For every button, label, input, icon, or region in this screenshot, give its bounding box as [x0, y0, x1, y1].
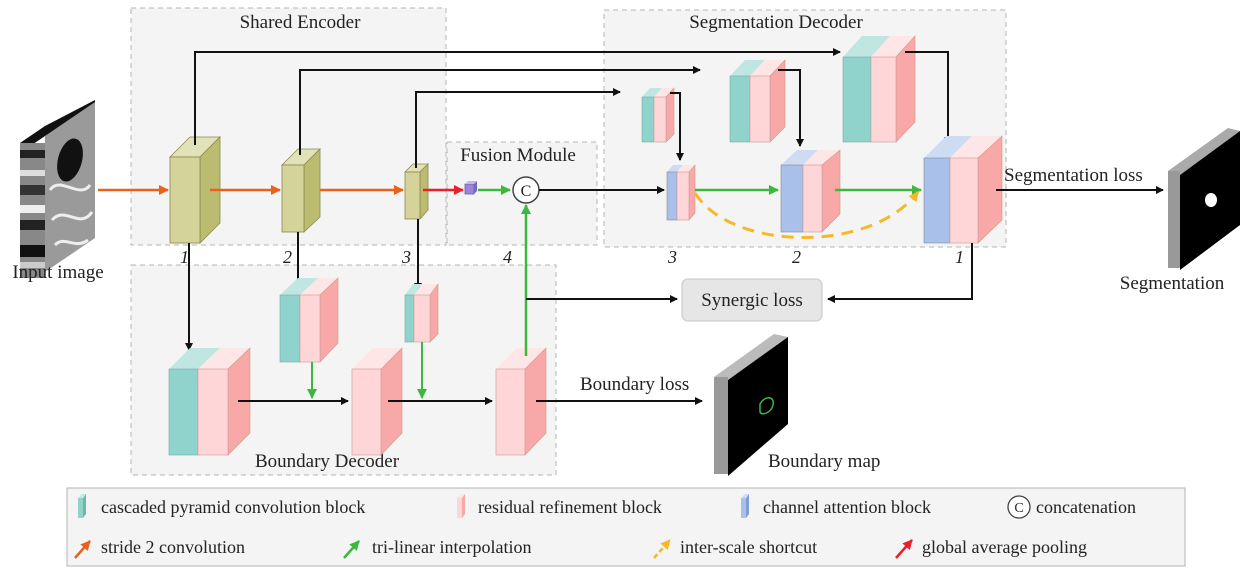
- pooled-feature-cube: [464, 181, 477, 195]
- seg-decoder-block-2: [780, 149, 841, 233]
- synergic-loss-box: [681, 278, 823, 322]
- legend-label: global average pooling: [922, 537, 1087, 557]
- skip-connection-2: [299, 66, 701, 155]
- seg-decoder-block-1: [923, 135, 1003, 244]
- legend-label: residual refinement block: [478, 497, 662, 517]
- segmentation-output-volume: [1168, 128, 1240, 270]
- seg-skip-block-3: [641, 87, 675, 143]
- boundary-map-volume: [714, 334, 788, 476]
- seg-to-synergic-arrow: [827, 243, 973, 303]
- bd-skip-block-3: [404, 283, 439, 343]
- decoder-stage-index: 3: [667, 247, 677, 267]
- decoder-stage-index: 1: [955, 247, 964, 267]
- boundary-map-label: Boundary map: [768, 451, 880, 472]
- legend-label: channel attention block: [763, 497, 931, 517]
- skip-connection-1: [194, 48, 841, 145]
- seg-skip-down-1: [905, 51, 952, 145]
- segmentation-decoder-title: Segmentation Decoder: [689, 12, 863, 33]
- input-image-label: Input image: [12, 262, 103, 283]
- encoder-block-3: [404, 163, 429, 221]
- red-arrow-icon: [895, 539, 913, 559]
- encoder-stage-index: 3: [401, 247, 411, 267]
- segmentation-loss-label: Segmentation loss: [1004, 165, 1143, 186]
- bd-skip-block-2: [279, 277, 339, 363]
- orange-arrow-icon: [74, 540, 91, 559]
- legend-label: stride 2 convolution: [101, 537, 245, 557]
- concat-node: C: [512, 176, 540, 204]
- green-arrow-icon: [343, 540, 360, 559]
- input-image-volume: [20, 100, 95, 278]
- cpc-block-icon: [78, 494, 86, 518]
- boundary-decoder-title: Boundary Decoder: [255, 451, 400, 472]
- seg-skip-block-2: [729, 59, 786, 143]
- concat-icon: C: [1007, 495, 1031, 519]
- concat-icon-symbol: C: [1014, 501, 1023, 516]
- ca-block-icon: [741, 494, 749, 518]
- encoder-block-2: [281, 148, 321, 233]
- legend-label: inter-scale shortcut: [680, 537, 817, 557]
- seg-skip-down-3: [670, 92, 684, 161]
- synergic-loss-label: Synergic loss: [701, 290, 803, 311]
- seg-skip-block-1: [842, 35, 916, 143]
- seg-decoder-block-3: [666, 164, 696, 221]
- legend-label: concatenation: [1036, 497, 1136, 517]
- segmentation-output-label: Segmentation: [1120, 273, 1225, 294]
- seg-skip-down-2: [778, 69, 804, 147]
- inter-scale-shortcut: [693, 191, 920, 239]
- yellow-dashed-arrow-icon: [653, 539, 671, 559]
- bd-block-1: [168, 347, 251, 456]
- legend-label: cascaded pyramid convolution block: [101, 497, 365, 517]
- shared-encoder-title: Shared Encoder: [240, 12, 361, 33]
- decoder-stage-index: 2: [792, 247, 801, 267]
- fusion-module-title: Fusion Module: [460, 145, 576, 166]
- boundary-loss-label: Boundary loss: [580, 374, 689, 395]
- rrb-block-icon: [457, 494, 465, 518]
- encoder-stage-index: 1: [180, 247, 189, 267]
- legend-label: tri-linear interpolation: [372, 537, 531, 557]
- encoder-stage-index: 4: [503, 247, 512, 267]
- encoder-stage-index: 2: [283, 247, 292, 267]
- skip-connection-3: [415, 88, 621, 168]
- bd-block-3: [495, 347, 547, 456]
- concat-symbol: C: [521, 183, 532, 200]
- legend: cascaded pyramid convolution block resid…: [66, 487, 1186, 567]
